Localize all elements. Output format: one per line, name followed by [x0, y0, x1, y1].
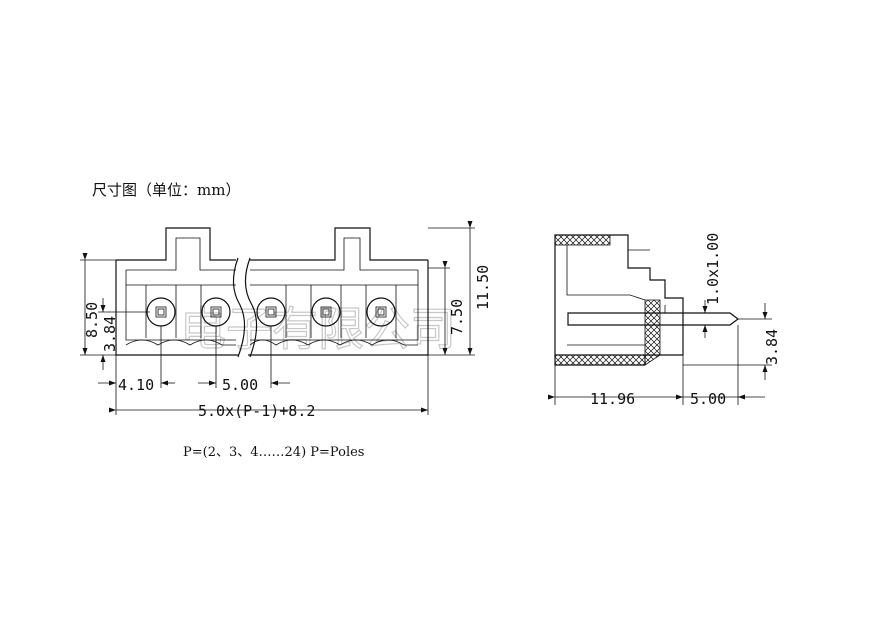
- dim-pitch: 5.00: [222, 376, 258, 394]
- dim-total-width: 5.0x(P-1)+8.2: [198, 402, 315, 420]
- dim-first-pitch: 4.10: [118, 376, 154, 394]
- dim-height-body: 7.50: [448, 299, 466, 335]
- front-view: 11.50 7.50 8.50 3.84 4.10 5.00 5.0x(P-1)…: [80, 221, 492, 420]
- drawing-title: 尺寸图（单位：mm）: [92, 181, 240, 199]
- dim-pin-length: 5.00: [690, 390, 726, 408]
- terminal-4: [310, 285, 342, 338]
- dim-left-lower: 3.84: [101, 316, 119, 352]
- poles-note: P=(2、3、4……24) P=Poles: [183, 445, 364, 460]
- dim-left-upper: 8.50: [83, 302, 101, 338]
- dim-body-depth: 11.96: [590, 390, 635, 408]
- terminal-5: [365, 285, 397, 338]
- side-view: 1.0x1.00 3.84 11.96 5.00: [548, 233, 781, 408]
- dim-pin-size: 1.0x1.00: [704, 233, 722, 305]
- terminal-2: [200, 285, 231, 338]
- dim-pin-height: 3.84: [763, 329, 781, 365]
- dim-height-total: 11.50: [474, 265, 492, 310]
- watermark-text: 电子有限公司: [180, 302, 456, 356]
